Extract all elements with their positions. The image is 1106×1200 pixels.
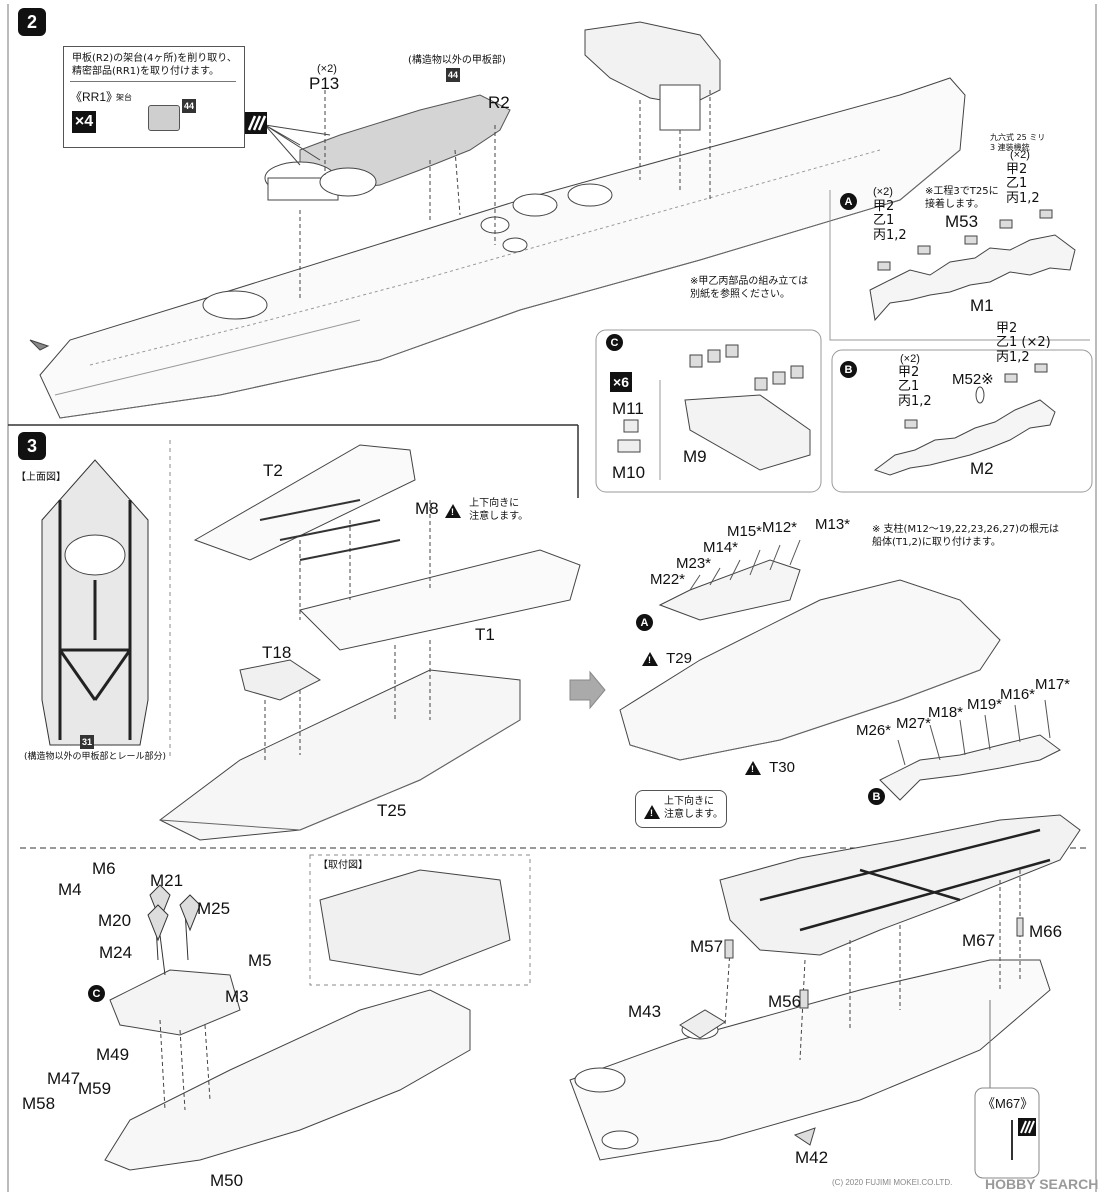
cement-icon xyxy=(245,112,267,134)
m67-box-label: 《M67》 xyxy=(982,1096,1034,1111)
t29-label: T29 xyxy=(666,650,692,667)
panel-b-left-parts: 甲2 乙1 丙1,2 xyxy=(898,365,932,409)
panel-a-left-parts: 甲2 乙1 丙1,2 xyxy=(873,199,907,243)
deck-part-number: 44 xyxy=(446,68,460,82)
m11-label: M11 xyxy=(612,399,644,418)
m20-label: M20 xyxy=(98,911,132,930)
divider xyxy=(70,81,236,82)
t1-label: T1 xyxy=(475,625,495,644)
bottom-circle-c: C xyxy=(88,985,105,1002)
t29-caution: T29 xyxy=(642,648,692,667)
m13-label: M13* xyxy=(815,516,851,533)
m25-label: M25 xyxy=(197,899,231,918)
panel-b-left-qty: (×2) xyxy=(900,353,920,365)
warning-icon xyxy=(644,804,660,819)
m58-label: M58 xyxy=(22,1094,56,1113)
m4-label: M4 xyxy=(58,880,82,899)
install-view-label: 【取付図】 xyxy=(318,860,368,871)
m47-label: M47 xyxy=(47,1069,81,1088)
t25-label: T25 xyxy=(377,801,407,820)
warning-icon xyxy=(445,503,461,518)
panel-b-badge: B xyxy=(840,361,857,378)
step3-circle-a: A xyxy=(636,614,653,631)
panel-a-right-parts: 甲2 乙1 丙1,2 xyxy=(1006,162,1040,206)
deck-note: (構造物以外の甲板部) xyxy=(408,55,506,66)
panel-c-badge: C xyxy=(606,334,623,351)
m6-label: M6 xyxy=(92,859,116,878)
t30-caution: T30 xyxy=(745,757,795,776)
support-note: ※ 支柱(M12〜19,22,23,26,27)の根元は 船体(T1,2)に取り… xyxy=(872,524,1060,548)
t2-label: T2 xyxy=(263,461,283,480)
panel-c-quantity: ×6 xyxy=(610,372,632,392)
m57-label: M57 xyxy=(690,937,724,956)
rr1-part-icon xyxy=(148,105,180,131)
top-view-caption: (構造物以外の甲板部とレール部分) xyxy=(24,752,167,762)
m53-label: M53 xyxy=(945,212,979,231)
m8-label: M8 xyxy=(415,499,439,518)
t18-label: T18 xyxy=(262,643,292,662)
m27-label: M27* xyxy=(896,715,932,732)
caution-updown-text-2: 上下向きに 注意します。 xyxy=(664,796,723,820)
rr1-part-number: 44 xyxy=(182,99,196,113)
m50-label: M50 xyxy=(210,1171,244,1190)
warning-icon xyxy=(642,651,658,666)
panel-a-badge: A xyxy=(840,193,857,210)
rr1-label: 《RR1》 xyxy=(70,90,119,104)
m42-label: M42 xyxy=(795,1148,829,1167)
t30-label: T30 xyxy=(769,759,795,776)
top-view-label: 【上面図】 xyxy=(16,472,66,483)
caution-updown: 上下向きに 注意します。 xyxy=(445,498,528,523)
m5-label: M5 xyxy=(248,951,272,970)
m49-label: M49 xyxy=(96,1045,130,1064)
m43-label: M43 xyxy=(628,1002,662,1021)
copyright-watermark: (C) 2020 FUJIMI MOKEI.CO.LTD. xyxy=(832,1178,953,1187)
caution-box-2: 上下向きに 注意します。 xyxy=(635,790,727,828)
aa-gun-note: 九六式 25 ミリ 3 連装機銃 xyxy=(990,133,1046,152)
panel-b-right-parts: 甲2 乙1 (×2) 丙1,2 xyxy=(996,321,1051,365)
m19-label: M19* xyxy=(967,696,1003,713)
rr1-sub-label: 架台 xyxy=(116,93,132,102)
warning-icon xyxy=(745,760,761,775)
panel-a-note: ※工程3でT25に 接着します。 xyxy=(925,186,999,210)
m10-label: M10 xyxy=(612,463,646,482)
m18-label: M18* xyxy=(928,704,964,721)
m15-label: M15* xyxy=(727,523,763,540)
top-view-part-number: 31 xyxy=(80,735,94,749)
m17-label: M17* xyxy=(1035,676,1071,693)
m59-label: M59 xyxy=(78,1079,112,1098)
m66-label: M66 xyxy=(1029,922,1063,941)
m26-label: M26* xyxy=(856,722,892,739)
m2-label: M2 xyxy=(970,459,994,478)
panel-a-left-qty: (×2) xyxy=(873,186,893,198)
rr1-quantity: ×4 xyxy=(72,111,96,133)
m67-label: M67 xyxy=(962,931,996,950)
hobby-search-watermark: HOBBY SEARCH xyxy=(985,1176,1099,1192)
reference-note: ※甲乙丙部品の組み立ては 別紙を参照ください。 xyxy=(690,276,809,300)
rr1-instruction-text: 甲板(R2)の架台(4ヶ所)を削り取り、 精密部品(RR1)を取り付けます。 xyxy=(72,53,237,77)
step-2-badge: 2 xyxy=(18,8,46,36)
m16-label: M16* xyxy=(1000,686,1036,703)
r2-label: R2 xyxy=(488,93,510,112)
m1-label: M1 xyxy=(970,296,994,315)
m14-label: M14* xyxy=(703,539,739,556)
m52-label: M52※ xyxy=(952,371,994,388)
p13-quantity: (×2) xyxy=(317,63,337,75)
p13-label: P13 xyxy=(309,74,340,93)
rr1-note-box: 甲板(R2)の架台(4ヶ所)を削り取り、 精密部品(RR1)を取り付けます。 《… xyxy=(63,46,245,148)
m21-label: M21 xyxy=(150,871,184,890)
m3-label: M3 xyxy=(225,987,249,1006)
m23-label: M23* xyxy=(676,555,712,572)
m12-label: M12* xyxy=(762,519,798,536)
caution-updown-text: 上下向きに 注意します。 xyxy=(469,498,529,522)
m24-label: M24 xyxy=(99,943,133,962)
m56-label: M56 xyxy=(768,992,802,1011)
step3-circle-b: B xyxy=(868,788,885,805)
panel-a-right-qty: (×2) xyxy=(1010,149,1030,161)
step-3-badge: 3 xyxy=(18,432,46,460)
m22-label: M22* xyxy=(650,571,686,588)
m9-label: M9 xyxy=(683,447,707,466)
cement-icon xyxy=(1018,1118,1036,1136)
